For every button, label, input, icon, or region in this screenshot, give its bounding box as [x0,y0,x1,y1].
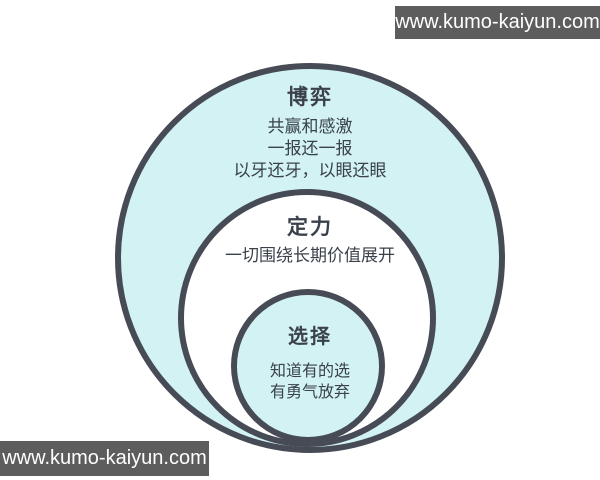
inner-circle-line-1: 知道有的选 [269,363,350,380]
outer-circle-lines: 共赢和感激 一报还一报 以牙还牙，以眼还眼 [110,116,510,182]
watermark-top-text: www.kumo-kaiyun.com [395,11,600,33]
middle-circle-textblock: 定力 一切围绕长期价值展开 [110,214,510,267]
inner-circle-line-2: 有勇气放弃 [269,384,350,401]
middle-circle-lines: 一切围绕长期价值展开 [110,245,510,267]
outer-circle-textblock: 博弈 共赢和感激 一报还一报 以牙还牙，以眼还眼 [110,84,510,182]
watermark-bottom-text: www.kumo-kaiyun.com [2,447,207,469]
middle-circle-line-1: 一切围绕长期价值展开 [225,246,395,265]
outer-circle-title: 博弈 [287,85,333,109]
outer-circle-line-3: 以牙还牙，以眼还眼 [233,161,387,180]
inner-circle-choice [231,289,385,443]
outer-circle-line-2: 一报还一报 [267,139,353,158]
middle-circle-title: 定力 [287,215,333,239]
inner-circle-title: 选择 [288,326,332,348]
watermark-top: www.kumo-kaiyun.com [395,6,600,39]
inner-circle-lines: 知道有的选 有勇气放弃 [110,361,510,403]
watermark-bottom: www.kumo-kaiyun.com [0,441,209,476]
outer-circle-line-1: 共赢和感激 [267,117,353,136]
inner-circle-textblock: 选择 知道有的选 有勇气放弃 [110,325,510,403]
